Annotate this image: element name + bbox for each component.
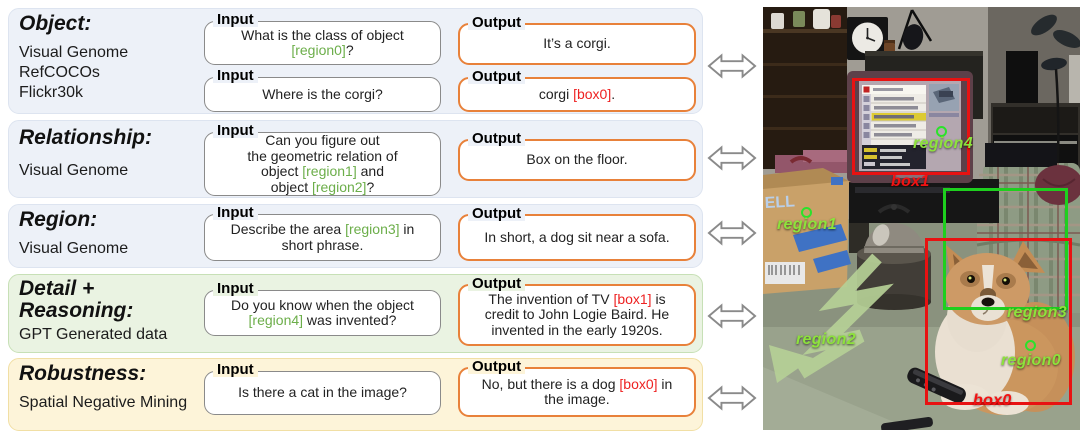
input-label: Input bbox=[213, 123, 258, 138]
input-label: Input bbox=[213, 68, 258, 83]
kettle bbox=[864, 204, 924, 253]
category-block: Region: Visual Genome bbox=[19, 209, 201, 259]
box-brand-text: ELL bbox=[764, 193, 795, 212]
dataset-name: RefCOCOs bbox=[19, 64, 100, 81]
region2-scribble bbox=[769, 253, 894, 383]
bounding-box-box0 bbox=[925, 238, 1072, 405]
shelf-unit bbox=[763, 7, 847, 169]
dataset-name: Spatial Negative Mining bbox=[19, 394, 188, 411]
input-box: Input Is there a cat in the image? bbox=[204, 362, 441, 415]
label-region0: region0 bbox=[1001, 352, 1061, 369]
dataset-name: GPT Generated data bbox=[19, 326, 168, 343]
input-label: Input bbox=[213, 205, 258, 220]
task-row-detail-reasoning: Detail + Reasoning: GPT Generated data I… bbox=[8, 274, 703, 353]
output-box: Output Box on the floor. bbox=[458, 131, 696, 181]
television bbox=[847, 71, 973, 183]
input-label: Input bbox=[213, 12, 258, 27]
bounding-box-box1 bbox=[852, 78, 970, 175]
category-block: Relationship: Visual Genome bbox=[19, 127, 201, 181]
category-title: Region: bbox=[19, 208, 98, 231]
input-text: Is there a cat in the image? bbox=[238, 384, 407, 401]
output-label: Output bbox=[468, 276, 526, 291]
category-title: Relationship: bbox=[19, 126, 153, 149]
bidirectional-arrow-icon bbox=[707, 220, 757, 246]
task-row-relationship: Relationship: Visual Genome Input Can yo… bbox=[8, 120, 703, 198]
tv-stand bbox=[849, 179, 999, 223]
output-label: Output bbox=[468, 69, 526, 84]
category-title: Detail + Reasoning: bbox=[19, 277, 134, 322]
marker-region4 bbox=[936, 126, 947, 137]
wall-clock bbox=[847, 17, 888, 60]
category-title: Robustness: bbox=[19, 362, 147, 385]
category-block: Object: Visual Genome RefCOCOs Flickr30k bbox=[19, 13, 201, 103]
category-block: Robustness: Spatial Negative Mining bbox=[19, 363, 201, 413]
task-row-region: Region: Visual Genome Input Describe the… bbox=[8, 204, 703, 268]
output-text: Box on the floor. bbox=[526, 151, 628, 168]
output-label: Output bbox=[468, 131, 526, 146]
label-region1: region1 bbox=[777, 216, 837, 233]
marker-region0 bbox=[1025, 340, 1036, 351]
bidirectional-arrow-icon bbox=[707, 385, 757, 411]
dataset-name: Visual Genome bbox=[19, 44, 129, 61]
task-row-object: Object: Visual Genome RefCOCOs Flickr30k… bbox=[8, 8, 703, 114]
output-label: Output bbox=[468, 206, 526, 221]
output-text: In short, a dog sit near a sofa. bbox=[484, 228, 670, 245]
label-box1: box1 bbox=[891, 173, 930, 190]
input-label: Input bbox=[213, 281, 258, 296]
task-row-robustness: Robustness: Spatial Negative Mining Inpu… bbox=[8, 358, 703, 431]
input-box: Input Where is the corgi? bbox=[204, 68, 441, 112]
marker-region1 bbox=[801, 207, 812, 218]
dataset-name: Visual Genome bbox=[19, 240, 129, 257]
output-text: corgi [box0]. bbox=[538, 85, 616, 102]
output-box: Output It’s a corgi. bbox=[458, 15, 696, 65]
bidirectional-arrow-icon bbox=[707, 145, 757, 171]
label-region2: region2 bbox=[796, 331, 856, 348]
input-label: Input bbox=[213, 362, 258, 377]
jar-lid bbox=[884, 40, 895, 44]
cardboard-box: ELL bbox=[763, 168, 851, 294]
input-text: Do you know when the object[region4] was… bbox=[231, 296, 414, 328]
input-text: What is the class of object[region0]? bbox=[241, 26, 404, 58]
label-region4: region4 bbox=[913, 135, 973, 152]
label-region3: region3 bbox=[1007, 304, 1067, 321]
annotated-photo: ELL bbox=[763, 7, 1080, 430]
output-box: Output In short, a dog sit near a sofa. bbox=[458, 206, 696, 261]
dataset-name: Visual Genome bbox=[19, 162, 129, 179]
remote-control bbox=[881, 416, 933, 430]
category-block: Detail + Reasoning: GPT Generated data bbox=[19, 278, 201, 345]
input-box: Input Do you know when the object[region… bbox=[204, 281, 441, 336]
label-box0: box0 bbox=[973, 392, 1012, 409]
input-box: Input What is the class of object[region… bbox=[204, 12, 441, 65]
output-box: Output corgi [box0]. bbox=[458, 69, 696, 112]
input-text: Where is the corgi? bbox=[262, 85, 383, 102]
bidirectional-arrow-icon bbox=[707, 53, 757, 79]
output-label: Output bbox=[468, 359, 526, 374]
shelf-items bbox=[775, 150, 851, 173]
living-room-photo: ELL bbox=[763, 7, 1080, 430]
category-title: Object: bbox=[19, 12, 92, 35]
dataset-name: Flickr30k bbox=[19, 84, 84, 101]
output-label: Output bbox=[468, 15, 526, 30]
bidirectional-arrow-icon bbox=[707, 303, 757, 329]
tv-antenna bbox=[897, 9, 933, 50]
bounding-box-region3 bbox=[943, 188, 1068, 310]
output-text: It’s a corgi. bbox=[543, 35, 611, 52]
